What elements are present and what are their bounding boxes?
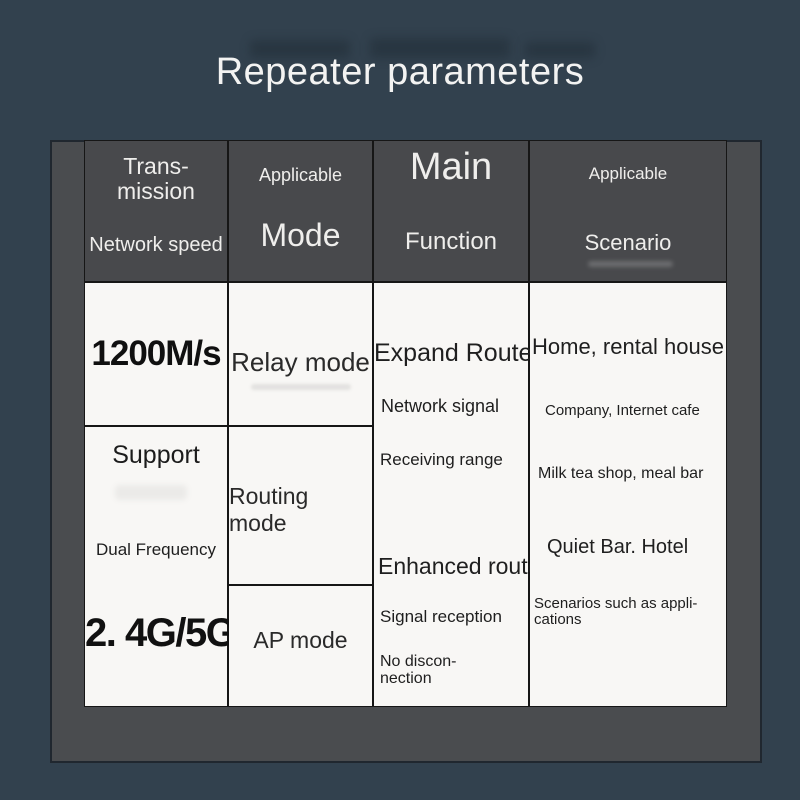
header-cell-scenario: Applicable Scenario	[530, 141, 726, 281]
header-label: Trans-	[123, 153, 189, 179]
header-cell-mode: Applicable Mode	[229, 141, 372, 281]
cell-mode-routing: Routing mode	[229, 427, 372, 584]
cell-mode-relay: Relay mode	[229, 283, 372, 425]
function-line: Expand Router	[374, 339, 541, 367]
speed-value: 1200M/s	[91, 334, 221, 373]
mode-label: AP mode	[253, 626, 348, 653]
header-label: mission	[117, 178, 195, 204]
ghost-smudge	[251, 384, 351, 390]
scenario-line: Milk tea shop, meal bar	[538, 465, 704, 482]
function-line: Signal reception	[380, 607, 502, 626]
header-label: Applicable	[588, 164, 668, 183]
page-title: Repeater parameters	[215, 51, 585, 93]
scenario-line: Scenarios such as appli-	[534, 595, 698, 612]
mode-label: Routing mode	[229, 482, 309, 536]
band-value: 2. 4G/5G	[85, 611, 237, 655]
header-sublabel: Network speed	[89, 234, 223, 256]
ghost-smudge	[115, 485, 187, 500]
cell-speed-1200: 1200M/s	[85, 283, 227, 425]
cell-mode-ap: AP mode	[229, 586, 372, 706]
function-line: Receiving range	[380, 450, 503, 469]
dual-frequency-label: Dual Frequency	[95, 540, 216, 559]
cell-speed-dualband: Support Dual Frequency 2. 4G/5G	[85, 427, 237, 706]
header-label: Applicable	[258, 165, 343, 185]
mode-label: Relay mode	[231, 346, 370, 377]
function-line: nection	[380, 670, 432, 687]
support-label: Support	[112, 441, 200, 469]
cell-function: Expand Router Network signal Receiving r…	[374, 283, 548, 706]
function-line: No discon-	[380, 653, 457, 670]
scenario-line: Company, Internet cafe	[545, 402, 700, 419]
header-cell-function: Main Function	[374, 141, 528, 281]
header-sublabel: Mode	[260, 217, 341, 253]
function-line: Enhanced router	[378, 553, 549, 579]
ghost-smudge	[250, 40, 350, 58]
header-sublabel: Scenario	[584, 230, 672, 255]
scenario-line: Home, rental house	[532, 334, 724, 359]
header-cell-transmission: Trans- mission Network speed	[85, 141, 227, 281]
header-sublabel: Function	[404, 228, 498, 255]
parameters-table: Trans- mission Network speed Applicable …	[84, 140, 727, 707]
scenario-line: cations	[534, 611, 582, 628]
ghost-smudge	[588, 261, 673, 267]
cell-scenario: Home, rental house Company, Internet caf…	[530, 283, 726, 706]
scenario-line: Quiet Bar. Hotel	[547, 536, 689, 558]
header-label: Main	[409, 146, 493, 188]
function-line: Network signal	[381, 396, 500, 416]
ghost-smudge	[370, 38, 510, 58]
ghost-smudge	[525, 42, 595, 58]
